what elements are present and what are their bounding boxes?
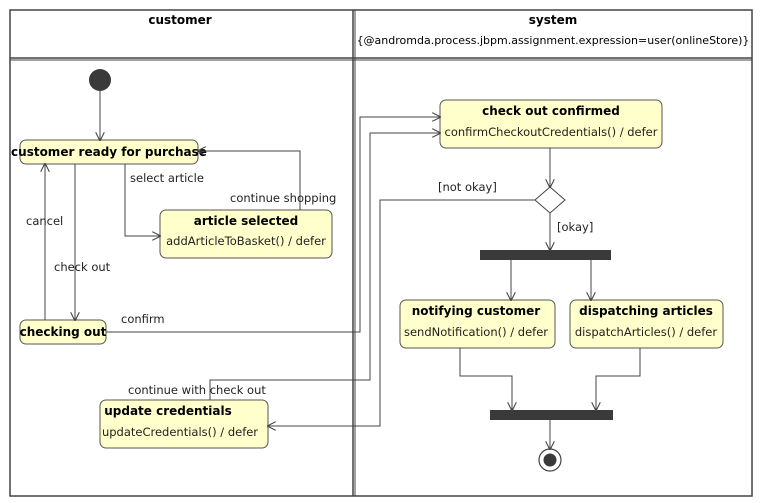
label-not-okay: [not okay]	[438, 180, 497, 194]
transitions	[45, 91, 641, 449]
edge-continue-with-check-out	[209, 133, 440, 400]
state-customer-ready-for-purchase[interactable]: customer ready for purchase	[11, 139, 207, 165]
fork-bar[interactable]	[480, 250, 611, 260]
state-title: article selected	[194, 214, 299, 228]
state-checking-out[interactable]: checking out	[19, 319, 107, 345]
label-check-out: check out	[54, 260, 111, 274]
edge-continue-shopping	[198, 151, 301, 210]
label-cancel: cancel	[26, 214, 63, 228]
label-select-article: select article	[130, 171, 204, 185]
state-action: confirmCheckoutCredentials() / defer	[445, 125, 658, 139]
final-node[interactable]	[538, 448, 562, 472]
edge-not-okay	[268, 199, 535, 426]
initial-node[interactable]	[89, 69, 111, 91]
state-title: checking out	[20, 325, 107, 339]
state-action: dispatchArticles() / defer	[575, 325, 717, 339]
state-title: customer ready for purchase	[11, 145, 207, 159]
lane-title-customer: customer	[148, 13, 211, 27]
edge-dispatching-to-join	[596, 348, 641, 410]
lane-subtitle-system: {@andromda.process.jbpm.assignment.expre…	[357, 34, 750, 47]
state-article-selected[interactable]: article selected addArticleToBasket() / …	[159, 209, 333, 259]
state-check-out-confirmed[interactable]: check out confirmed confirmCheckoutCrede…	[439, 99, 663, 149]
state-notifying-customer[interactable]: notifying customer sendNotification() / …	[399, 299, 556, 349]
label-okay: [okay]	[557, 220, 593, 234]
lane-title-system: system	[529, 13, 578, 27]
state-dispatching-articles[interactable]: dispatching articles dispatchArticles() …	[569, 299, 724, 349]
state-title: dispatching articles	[579, 304, 713, 318]
state-title: update credentials	[104, 404, 232, 418]
label-confirm: confirm	[121, 312, 165, 326]
label-continue-with-check-out: continue with check out	[128, 383, 266, 397]
edge-confirm	[106, 117, 440, 333]
edge-select-article	[124, 164, 160, 236]
state-action: sendNotification() / defer	[404, 325, 548, 339]
state-action: updateCredentials() / defer	[102, 425, 258, 439]
label-continue-shopping: continue shopping	[230, 191, 336, 205]
state-title: notifying customer	[412, 304, 541, 318]
state-title: check out confirmed	[482, 104, 620, 118]
state-update-credentials[interactable]: update credentials updateCredentials() /…	[99, 399, 269, 449]
edge-notifying-to-join	[459, 348, 512, 410]
state-action: addArticleToBasket() / defer	[166, 234, 326, 248]
join-bar[interactable]	[490, 410, 613, 420]
